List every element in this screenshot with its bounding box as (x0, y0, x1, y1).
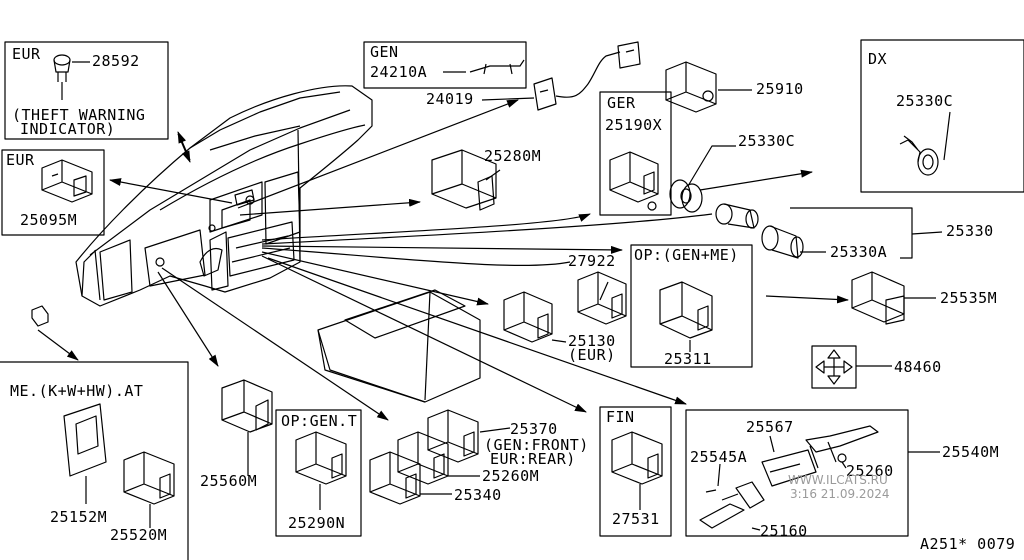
region-label-fin: FIN (606, 408, 635, 426)
region-label-op-gen-t: OP:GEN.T (281, 412, 358, 430)
part-25560m-switch (221, 379, 273, 433)
part-number-25910: 25910 (756, 80, 804, 98)
part-25095m-switch (41, 159, 93, 203)
part-25520m-switch (123, 451, 175, 505)
part-24019-harness (533, 41, 641, 111)
note-25130-eur: (EUR) (568, 346, 616, 364)
region-label-eur-top: EUR (12, 45, 41, 63)
part-25910-switch (665, 61, 717, 113)
region-label-me-kwhw-at: ME.(K+W+HW).AT (10, 382, 144, 400)
part-25290n-switch (295, 431, 347, 485)
part-number-25280m: 25280M (484, 147, 542, 165)
part-number-25152m: 25152M (50, 508, 108, 526)
part-number-25535m: 25535M (940, 289, 998, 307)
part-27922-switch (577, 271, 627, 325)
part-number-24019: 24019 (426, 90, 474, 108)
part-25330-lighter (715, 203, 804, 259)
part-24210a-wire (469, 59, 525, 75)
part-25370-switch (427, 409, 479, 463)
note-theft-warning-line2: INDICATOR) (20, 120, 116, 138)
part-27531-switch (611, 431, 663, 485)
part-number-25130: 25130 (568, 332, 616, 350)
part-25280m-switch (431, 149, 497, 211)
part-25190x-switch (609, 151, 659, 211)
region-label-gen: GEN (370, 43, 399, 61)
part-25540m-combo-switch (699, 425, 879, 529)
part-48460-icon (811, 345, 857, 389)
part-number-25330c-mid: 25330C (738, 132, 796, 150)
center-console (317, 289, 481, 403)
part-number-25330c-dx: 25330C (896, 92, 954, 110)
part-number-48460: 48460 (894, 358, 942, 376)
part-number-28592: 28592 (92, 52, 140, 70)
region-label-eur-2: EUR (6, 151, 35, 169)
part-number-25340: 25340 (454, 486, 502, 504)
part-number-25311: 25311 (664, 350, 712, 368)
part-number-25260: 25260 (846, 462, 894, 480)
region-label-dx: DX (868, 50, 888, 68)
note-theft-warning-line1: (THEFT WARNING (12, 106, 146, 124)
part-25340-switch (369, 451, 421, 505)
part-small-clip (31, 305, 49, 327)
region-label-ger: GER (607, 94, 636, 112)
note-gen-front: (GEN:FRONT) (484, 436, 589, 454)
diagram-code: A251* 0079 (920, 535, 1016, 553)
part-number-25095m: 25095M (20, 211, 78, 229)
watermark-timestamp: 3:16 21.09.2024 (790, 487, 890, 501)
part-number-27531: 27531 (612, 510, 660, 528)
part-number-24210a: 24210A (370, 63, 428, 81)
part-number-25330: 25330 (946, 222, 994, 240)
region-label-op-gen-me: OP:(GEN+ME) (634, 246, 739, 264)
part-number-25190x: 25190X (605, 116, 663, 134)
part-25535m-switch (851, 271, 905, 325)
part-number-25330a: 25330A (830, 243, 888, 261)
part-number-25520m: 25520M (110, 526, 168, 544)
part-25260m-switch (397, 431, 449, 485)
part-number-25545a: 25545A (690, 448, 748, 466)
part-25311-switch (659, 281, 713, 339)
part-number-25560m: 25560M (200, 472, 258, 490)
part-number-25160: 25160 (760, 522, 808, 540)
part-number-25260m: 25260M (482, 467, 540, 485)
part-number-25290n: 25290N (288, 514, 346, 532)
part-25330c-dx (899, 135, 939, 176)
part-25152m-bezel (63, 403, 107, 477)
part-25130-switch (503, 291, 553, 343)
part-25330c-ring (669, 179, 703, 213)
watermark-site: WWW.ILCATS.RU (788, 473, 888, 487)
part-number-25567: 25567 (746, 418, 794, 436)
part-number-25370: 25370 (510, 420, 558, 438)
part-number-25540m: 25540M (942, 443, 1000, 461)
part-28592-indicator (53, 54, 71, 100)
note-eur-rear: EUR:REAR) (490, 450, 576, 468)
part-number-27922: 27922 (568, 252, 616, 270)
